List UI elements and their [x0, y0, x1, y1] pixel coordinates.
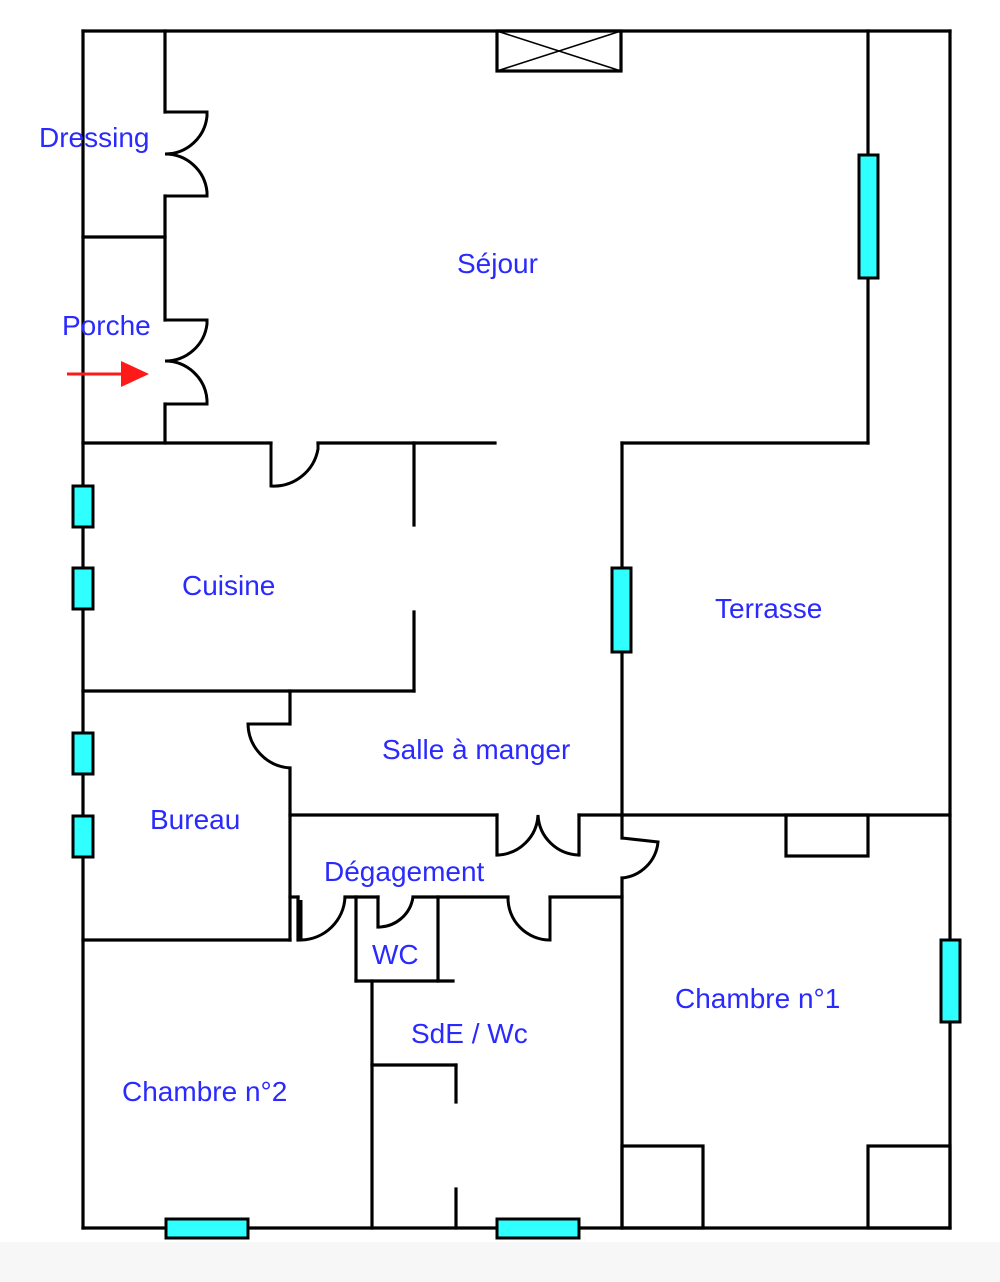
entry-arrow-head [121, 361, 149, 387]
chambre1-fixture-top [784, 813, 870, 858]
chambre1-closet-right [866, 1144, 952, 1230]
entry-arrow-icon [67, 361, 149, 387]
label-degagement: Dégagement [324, 856, 485, 887]
door-wc[interactable] [377, 896, 415, 929]
window-chambre-1 [939, 938, 962, 1024]
window-cuisine-2 [71, 566, 95, 611]
door-dressing[interactable] [164, 110, 209, 198]
fireplace-cross-2 [496, 30, 622, 72]
window-sejour [857, 153, 880, 280]
label-dressing: Dressing [39, 122, 149, 153]
bottom-band [0, 1242, 1000, 1282]
window-sde [495, 1217, 581, 1240]
door-sde[interactable] [506, 896, 552, 942]
window-terrasse [610, 566, 633, 654]
label-terrasse: Terrasse [715, 593, 822, 624]
door-entry[interactable] [164, 318, 209, 406]
label-chambre-1: Chambre n°1 [675, 983, 840, 1014]
label-bureau: Bureau [150, 804, 240, 835]
door-bureau[interactable] [246, 722, 291, 770]
label-wc: WC [372, 939, 419, 970]
label-cuisine: Cuisine [182, 570, 275, 601]
door-salle-a-manger[interactable] [496, 814, 580, 857]
windows [71, 153, 962, 1240]
chambre1-closet-left [620, 1144, 705, 1230]
label-porche: Porche [62, 310, 151, 341]
label-sde-wc: SdE / Wc [411, 1018, 528, 1049]
label-sejour: Séjour [457, 248, 538, 279]
room-labels: Dressing Séjour Porche Cuisine Terrasse … [39, 122, 840, 1107]
window-bureau-1 [71, 731, 95, 776]
doors[interactable] [164, 110, 660, 942]
door-cuisine[interactable] [269, 443, 320, 488]
window-bureau-2 [71, 814, 95, 859]
window-cuisine-1 [71, 484, 95, 529]
door-chambre-1[interactable] [621, 836, 660, 880]
fireplace [495, 29, 623, 73]
window-chambre-2 [164, 1217, 250, 1240]
label-chambre-2: Chambre n°2 [122, 1076, 287, 1107]
walls [81, 29, 952, 1230]
label-salle-a-manger: Salle à manger [382, 734, 570, 765]
door-chambre-2[interactable] [299, 896, 347, 942]
